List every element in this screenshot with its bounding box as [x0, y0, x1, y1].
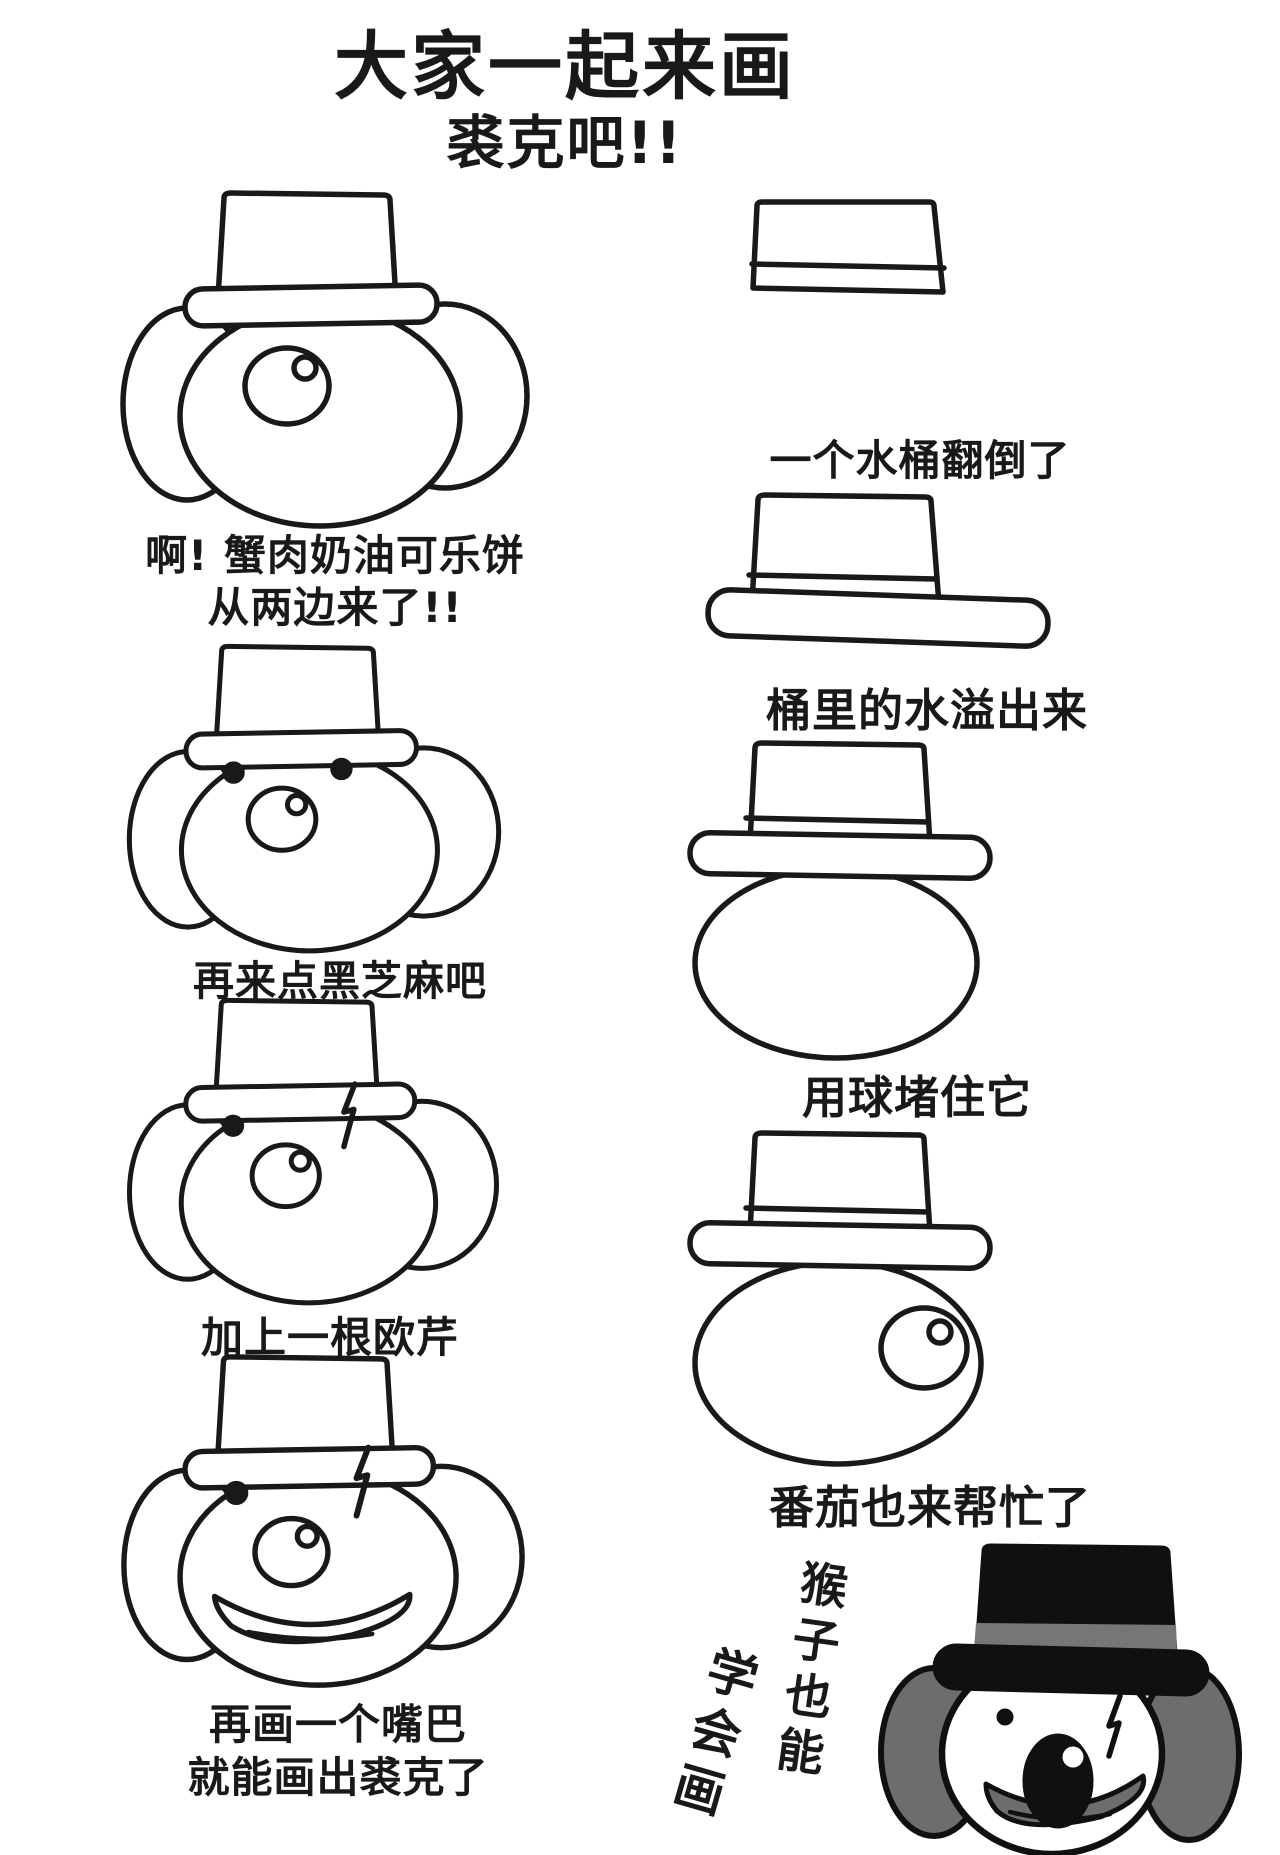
caption-step7: 加上一根欧芹	[200, 1313, 459, 1362]
drawing-step7-parsley	[126, 997, 500, 1306]
hat-cylinder	[747, 740, 933, 846]
nose-highlight	[294, 1523, 320, 1549]
hat-band-line	[746, 572, 939, 582]
hat-band-line	[743, 815, 931, 825]
nose-highlight	[291, 354, 319, 382]
nose-highlight	[1062, 1746, 1084, 1768]
hat-brim	[932, 1643, 1210, 1697]
hat-cylinder	[747, 1130, 933, 1236]
nose	[878, 1305, 970, 1391]
face	[178, 747, 440, 954]
nose-highlight	[926, 1318, 954, 1346]
nose-highlight	[288, 1149, 312, 1173]
nose-highlight	[284, 792, 309, 817]
bucket-body	[750, 199, 946, 295]
nose	[242, 345, 332, 427]
bucket-rim-line	[749, 261, 947, 271]
left-eye	[221, 1114, 245, 1137]
caption-step5: 啊! 蟹肉奶油可乐饼 从两边来了!!	[145, 531, 525, 632]
drawing-step6-sesame-eyes	[126, 643, 502, 954]
face	[178, 1100, 439, 1306]
page-title-line2: 裘克吧!!	[446, 109, 684, 177]
caption-step6: 再来点黑芝麻吧	[193, 957, 487, 1005]
hat-cylinder	[213, 997, 381, 1101]
parsley-mark	[341, 1081, 358, 1150]
hat-cylinder	[214, 1354, 396, 1466]
drawing-final-jack	[878, 1543, 1242, 1855]
page-title: 大家一起来画 裘克吧!!	[205, 24, 925, 176]
drawing-step3-ball	[687, 740, 993, 1061]
hat-brim	[687, 1219, 993, 1272]
caption-step8: 再画一个嘴巴 就能画出裘克了	[187, 1700, 489, 1802]
mouth-inner-line	[245, 1629, 375, 1642]
head-ball	[692, 865, 980, 1061]
drawing-step8-mouth	[121, 1354, 525, 1688]
hat-brim	[183, 728, 419, 771]
nose	[1022, 1733, 1094, 1829]
hat-cylinder	[749, 492, 942, 607]
left-eye	[224, 1480, 249, 1506]
hat-brim	[182, 282, 440, 329]
drawing-step5-croquette-ears	[120, 190, 530, 529]
left-eye	[996, 1708, 1014, 1726]
mouth	[211, 1591, 413, 1645]
hat-cylinder	[215, 190, 399, 303]
hat-brim	[182, 1444, 437, 1491]
hat-cylinder	[213, 643, 382, 747]
parsley-mark	[1106, 1693, 1123, 1759]
hat-brim	[687, 829, 993, 882]
vertical-note-column2: 学会画	[658, 1640, 764, 1830]
left-eye	[222, 761, 245, 784]
drawing-step2-hat	[705, 492, 1051, 649]
right-eye	[330, 757, 353, 781]
caption-step3: 用球堵住它	[801, 1071, 1032, 1124]
hat-band-line	[743, 1205, 931, 1215]
hat-brim	[183, 1081, 418, 1124]
caption-step2: 桶里的水溢出来	[765, 684, 1088, 737]
hat-brim	[705, 587, 1051, 649]
drawing-step4-tomato-nose	[687, 1130, 993, 1467]
vertical-note-column1: 猴子也能	[764, 1556, 850, 1786]
caption-step1: 一个水桶翻倒了	[769, 436, 1071, 485]
parsley-mark	[353, 1444, 372, 1519]
hat-band	[974, 1623, 1177, 1652]
caption-step4: 番茄也来帮忙了	[768, 1481, 1091, 1534]
page-title-line1: 大家一起来画	[334, 24, 796, 110]
drawing-step1-bucket	[749, 199, 947, 295]
face	[177, 303, 463, 529]
